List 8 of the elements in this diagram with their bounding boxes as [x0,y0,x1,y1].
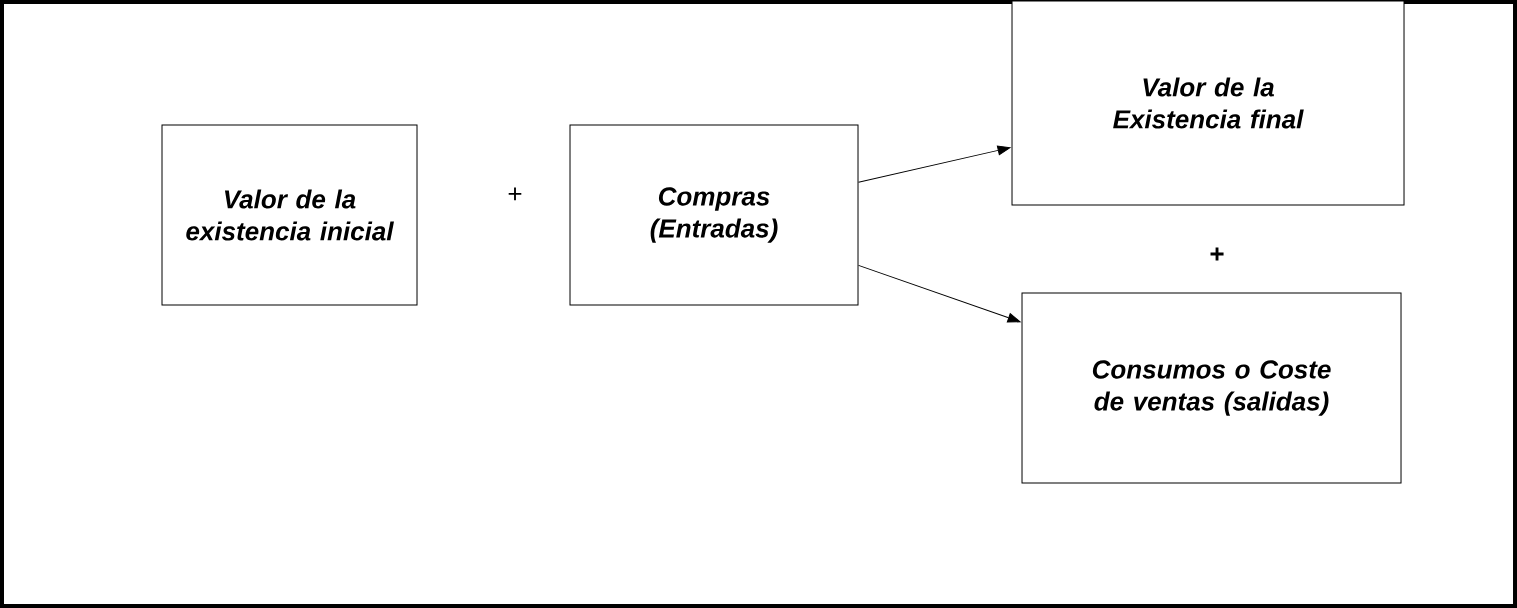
text-box: Valor de la Existencia final [1011,0,1405,206]
text-box: Valor de la existencia inicial [161,124,418,306]
arrow [858,264,1021,323]
plus-sign: + [1210,247,1224,261]
text-box: Compras (Entradas) [569,124,859,306]
arrow [858,145,1011,183]
text-box: Consumos o Coste de ventas (salidas) [1021,292,1402,484]
plus-sign: + [508,187,522,201]
